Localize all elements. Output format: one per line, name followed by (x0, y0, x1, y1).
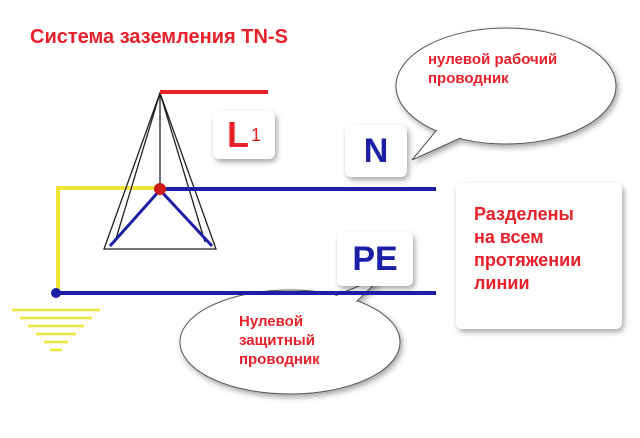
speech-bubble-n (395, 27, 617, 161)
label-l1-main: L (226, 114, 249, 155)
transformer-winding (103, 91, 217, 250)
ground-conductor (56, 186, 160, 293)
ground-junction-point (51, 288, 61, 298)
separation-note-line-2: на всем (474, 227, 544, 247)
note-n-line-2: проводник (428, 70, 509, 87)
label-l1-subscript: 1 (250, 124, 261, 145)
separation-note-line-3: протяжении (474, 250, 582, 270)
separation-note-line-1: Разделены (474, 204, 574, 224)
note-n-line-1: нулевой рабочий (428, 51, 558, 68)
label-n: N (345, 125, 407, 177)
label-pe: PE (337, 232, 413, 286)
separation-note-text: Разделены на всем протяжении линии (474, 203, 614, 295)
diagram-title: Система заземления TN-S (30, 26, 288, 48)
separation-note-line-4: линии (474, 273, 530, 293)
note-neutral-conductor: нулевой рабочий проводник (428, 50, 598, 88)
star-connection (108, 188, 214, 248)
neutral-star-point (154, 183, 166, 195)
note-pe-line-3: проводник (239, 351, 320, 368)
note-protective-conductor: Нулевой защитный проводник (239, 312, 369, 369)
note-pe-line-1: Нулевой (239, 313, 304, 330)
separation-note-box (456, 183, 622, 329)
ground-symbol (12, 308, 100, 352)
note-pe-line-2: защитный (239, 332, 315, 349)
